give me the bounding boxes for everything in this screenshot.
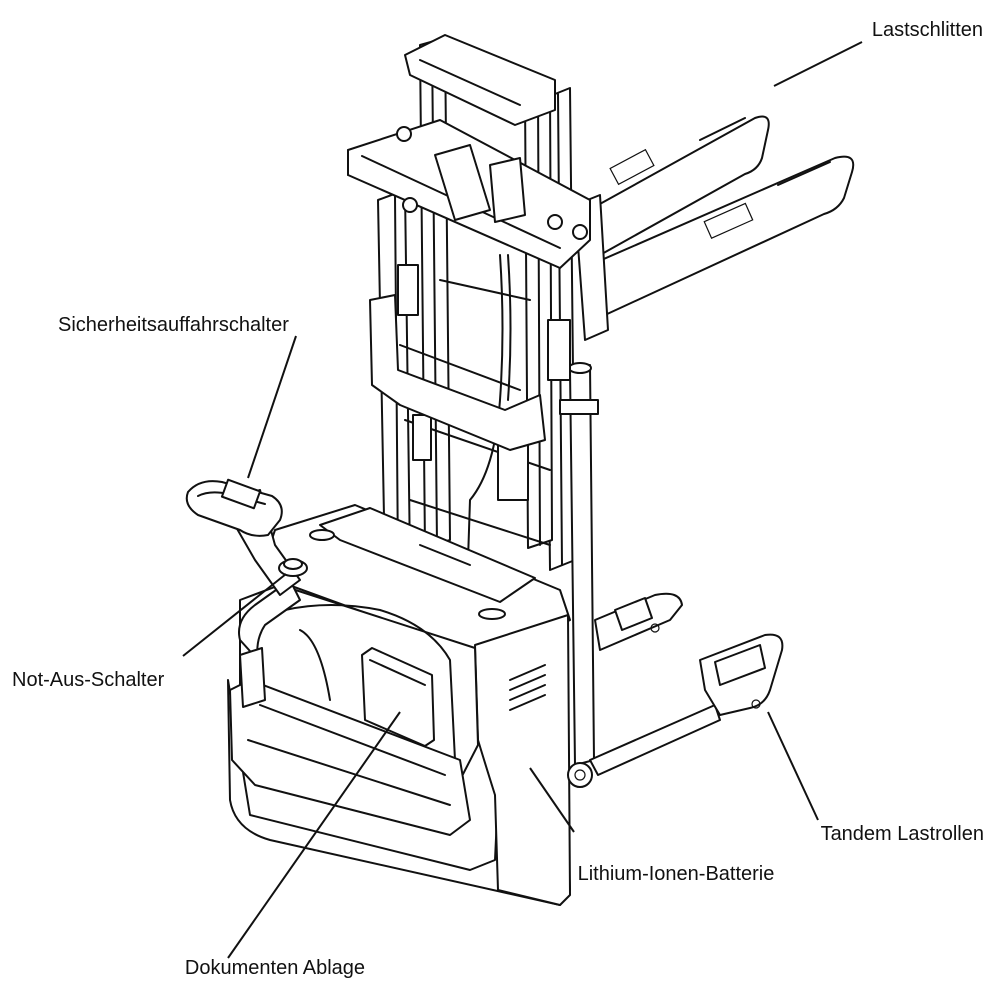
leader-lines xyxy=(182,41,863,959)
label-safety-switch: Sicherheitsauffahrschalter xyxy=(58,314,289,336)
label-document-tray: Dokumenten Ablage xyxy=(185,957,365,979)
label-tandem-rollers: Tandem Lastrollen xyxy=(821,823,984,845)
label-load-carriage: Lastschlitten xyxy=(872,19,983,41)
leader-safety-switch xyxy=(247,335,297,479)
chassis xyxy=(227,504,571,906)
label-battery: Lithium-Ionen-Batterie xyxy=(578,863,775,885)
leader-battery xyxy=(529,767,575,833)
label-emergency-stop: Not-Aus-Schalter xyxy=(12,669,165,691)
leader-document-tray xyxy=(227,711,401,959)
support-legs xyxy=(567,592,784,788)
tiller xyxy=(185,478,308,708)
leader-load-carriage xyxy=(773,41,863,87)
leader-emergency-stop xyxy=(182,573,287,657)
callout-labels: Lastschlitten Sicherheitsauffahrschalter… xyxy=(12,19,984,979)
leader-tandem-rollers xyxy=(767,711,819,821)
document-tray xyxy=(361,647,435,747)
forks xyxy=(574,115,855,341)
load-carriage xyxy=(347,119,591,451)
